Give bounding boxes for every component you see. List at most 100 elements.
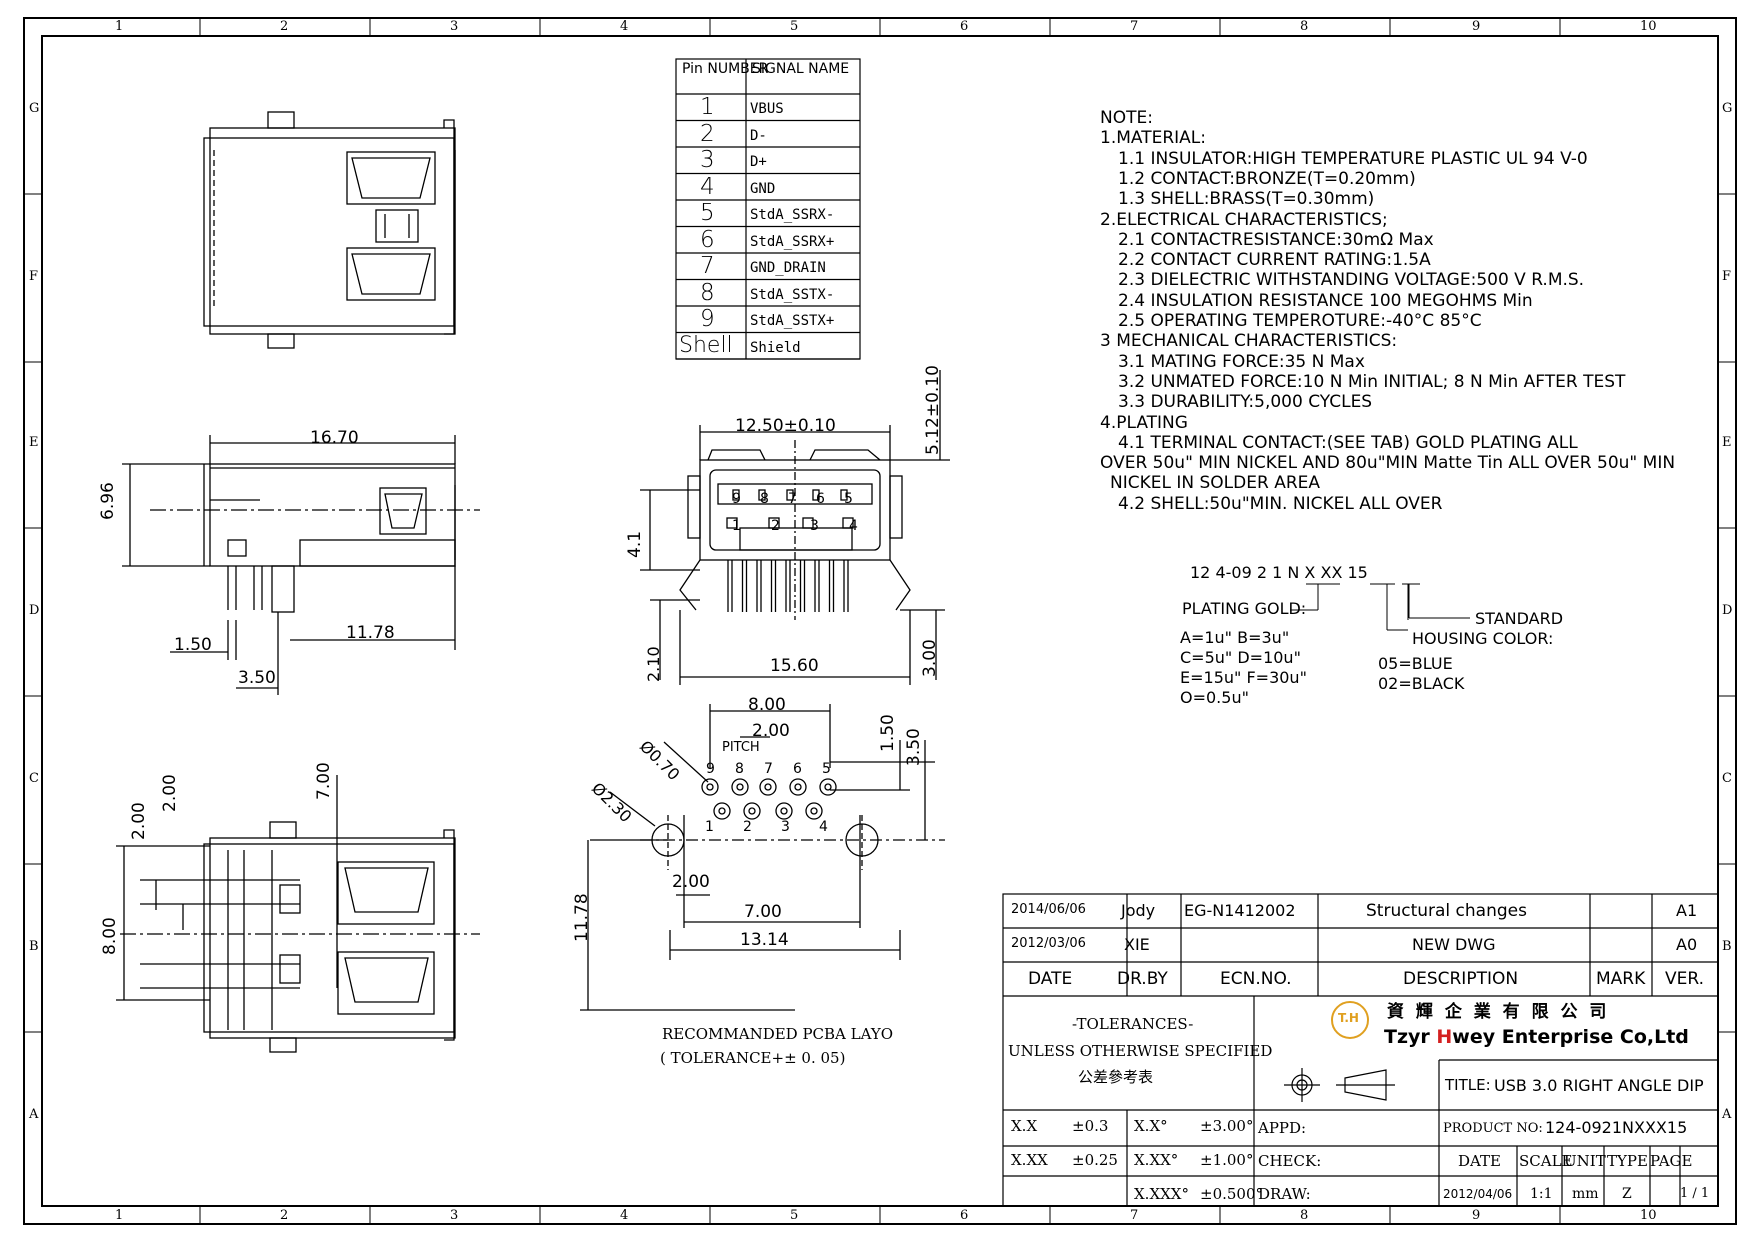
rev1-ver: A1 bbox=[1676, 901, 1698, 920]
dim-2-00b: 2.00 bbox=[672, 872, 710, 892]
tolerance-tol-b: ±0.25 bbox=[1072, 1151, 1118, 1169]
pcb-pin-label: 4 bbox=[819, 819, 828, 835]
rev2-by: XIE bbox=[1124, 935, 1150, 954]
note-line: 2.4 INSULATION RESISTANCE 100 MEGOHMS Mi… bbox=[1118, 290, 1533, 311]
pcb-pin-label: 6 bbox=[793, 761, 802, 777]
signal-name-cell: StdA_SSTX- bbox=[750, 286, 835, 303]
frame-col-label: 1 bbox=[115, 1208, 124, 1223]
front-pin-label: 1 bbox=[732, 518, 741, 534]
check-label: CHECK: bbox=[1258, 1152, 1322, 1170]
page-label: PAGE bbox=[1650, 1152, 1693, 1170]
front-pin-label: 7 bbox=[788, 491, 797, 507]
rev-header-ecn: ECN.NO. bbox=[1220, 969, 1292, 989]
rev1-by: Jody bbox=[1121, 901, 1156, 920]
tolerance-tol-a: X.XX bbox=[1011, 1151, 1048, 1169]
pcb-caption-line2: ( TOLERANCE+± 0. 05) bbox=[660, 1049, 846, 1067]
tolerance-tol-c: X.XX° bbox=[1134, 1151, 1179, 1169]
unit-value: mm bbox=[1572, 1186, 1599, 1202]
pin-number-cell: 3 bbox=[700, 147, 715, 173]
frame-col-label: 4 bbox=[620, 1208, 629, 1223]
front-pin-label: 5 bbox=[844, 491, 853, 507]
housing-color-option: 05=BLUE bbox=[1378, 654, 1453, 673]
front-pin-label: 4 bbox=[849, 518, 858, 534]
note-line: 1.MATERIAL: bbox=[1100, 128, 1206, 149]
title-label: TITLE: bbox=[1445, 1076, 1491, 1094]
front-pin-label: 2 bbox=[771, 518, 780, 534]
frame-col-label: 9 bbox=[1472, 19, 1481, 34]
frame-col-label: 6 bbox=[960, 19, 969, 34]
dim-2-00d: 2.00 bbox=[160, 774, 180, 812]
side-view bbox=[122, 435, 480, 695]
signal-name-cell: GND_DRAIN bbox=[750, 260, 826, 276]
appd-label: APPD: bbox=[1258, 1119, 1307, 1137]
frame-row-label: G bbox=[1722, 101, 1733, 116]
dim-1-50b: 1.50 bbox=[878, 714, 898, 752]
frame-col-label: 5 bbox=[790, 1208, 799, 1223]
dim-7-00: 7.00 bbox=[744, 902, 782, 922]
rev1-desc: Structural changes bbox=[1366, 901, 1527, 921]
frame-col-label: 7 bbox=[1130, 19, 1139, 34]
signal-name-cell: StdA_SSRX+ bbox=[750, 233, 835, 250]
frame-col-label: 9 bbox=[1472, 1208, 1481, 1223]
unit-label: UNIT bbox=[1564, 1152, 1606, 1170]
pin-number-cell: 2 bbox=[700, 120, 715, 147]
dim-1-50: 1.50 bbox=[174, 635, 212, 655]
pin-number-cell: 5 bbox=[700, 200, 715, 226]
note-line: NOTE: bbox=[1100, 108, 1153, 128]
frame-row-label: C bbox=[29, 771, 39, 786]
product-number: 124-0921NXXX15 bbox=[1545, 1118, 1688, 1137]
frame-col-label: 8 bbox=[1300, 19, 1309, 34]
frame-row-label: C bbox=[1722, 771, 1732, 786]
rev-header-desc: DESCRIPTION bbox=[1403, 969, 1519, 989]
frame-col-label: 2 bbox=[280, 1208, 289, 1223]
plating-gold-option: C=5u" D=10u" bbox=[1180, 648, 1301, 667]
tolerances-title: -TOLERANCES- bbox=[1072, 1015, 1194, 1033]
tolerance-tol-d: ±3.00° bbox=[1200, 1117, 1254, 1135]
plating-gold-option: E=15u" F=30u" bbox=[1180, 668, 1307, 687]
signal-name-cell: GND bbox=[750, 180, 776, 197]
standard-label: STANDARD bbox=[1475, 609, 1564, 628]
frame-row-label: B bbox=[1722, 939, 1732, 954]
frame-col-label: 10 bbox=[1640, 19, 1657, 34]
frame-col-label: 1 bbox=[115, 19, 124, 34]
frame-row-label: G bbox=[29, 101, 40, 116]
company-logo-icon: T.H bbox=[1338, 1011, 1359, 1025]
frame-col-label: 10 bbox=[1640, 1208, 1657, 1223]
note-line: 3 MECHANICAL CHARACTERISTICS: bbox=[1100, 331, 1398, 352]
pin-number-cell: 9 bbox=[700, 306, 715, 332]
dim-7-00b: 7.00 bbox=[314, 762, 334, 800]
dim-2-00-pitch: 2.00 bbox=[752, 721, 790, 741]
dim-4-1: 4.1 bbox=[625, 530, 645, 558]
note-line: 2.1 CONTACTRESISTANCE:30mΩ Max bbox=[1118, 229, 1434, 250]
draw-label: DRAW: bbox=[1258, 1185, 1311, 1203]
pin-number-cell: Shell bbox=[679, 332, 733, 358]
pcb-pin-label: 9 bbox=[706, 761, 715, 777]
pin-number-header: Pin NUMBER bbox=[682, 61, 769, 77]
pin-number-cell: 6 bbox=[700, 226, 715, 253]
pcb-layout bbox=[580, 704, 945, 1011]
plating-gold-option: O=0.5u" bbox=[1180, 688, 1249, 707]
front-view bbox=[640, 370, 950, 685]
scale-value: 1:1 bbox=[1530, 1186, 1553, 1202]
title-value: USB 3.0 RIGHT ANGLE DIP bbox=[1494, 1076, 1704, 1095]
pin-number-cell: 4 bbox=[700, 173, 715, 200]
front-pin-label: 9 bbox=[732, 491, 741, 507]
page-value: 1 / 1 bbox=[1680, 1186, 1710, 1201]
tolerance-tol-d: ±0.500° bbox=[1200, 1185, 1264, 1203]
pin-number-cell: 8 bbox=[700, 279, 715, 306]
note-line: NICKEL IN SOLDER AREA bbox=[1110, 473, 1321, 494]
part-code: 12 4-09 2 1 N X XX 15 bbox=[1190, 563, 1368, 582]
pcb-pin-label: 8 bbox=[735, 761, 744, 777]
front-pin-label: 6 bbox=[816, 491, 825, 507]
note-line: 3.1 MATING FORCE:35 N Max bbox=[1118, 351, 1365, 372]
note-line: 1.3 SHELL:BRASS(T=0.30mm) bbox=[1118, 189, 1375, 210]
frame-row-label: F bbox=[1722, 269, 1732, 284]
plating-gold-option: A=1u" B=3u" bbox=[1180, 628, 1290, 647]
pcb-pin-label: 2 bbox=[743, 819, 752, 835]
dim-11-78: 11.78 bbox=[346, 623, 395, 643]
dim-8-00b: 8.00 bbox=[100, 917, 120, 955]
dim-8-00: 8.00 bbox=[748, 695, 786, 715]
pin-number-cell: 7 bbox=[700, 253, 715, 279]
title-block-lines bbox=[1002, 893, 1719, 1207]
